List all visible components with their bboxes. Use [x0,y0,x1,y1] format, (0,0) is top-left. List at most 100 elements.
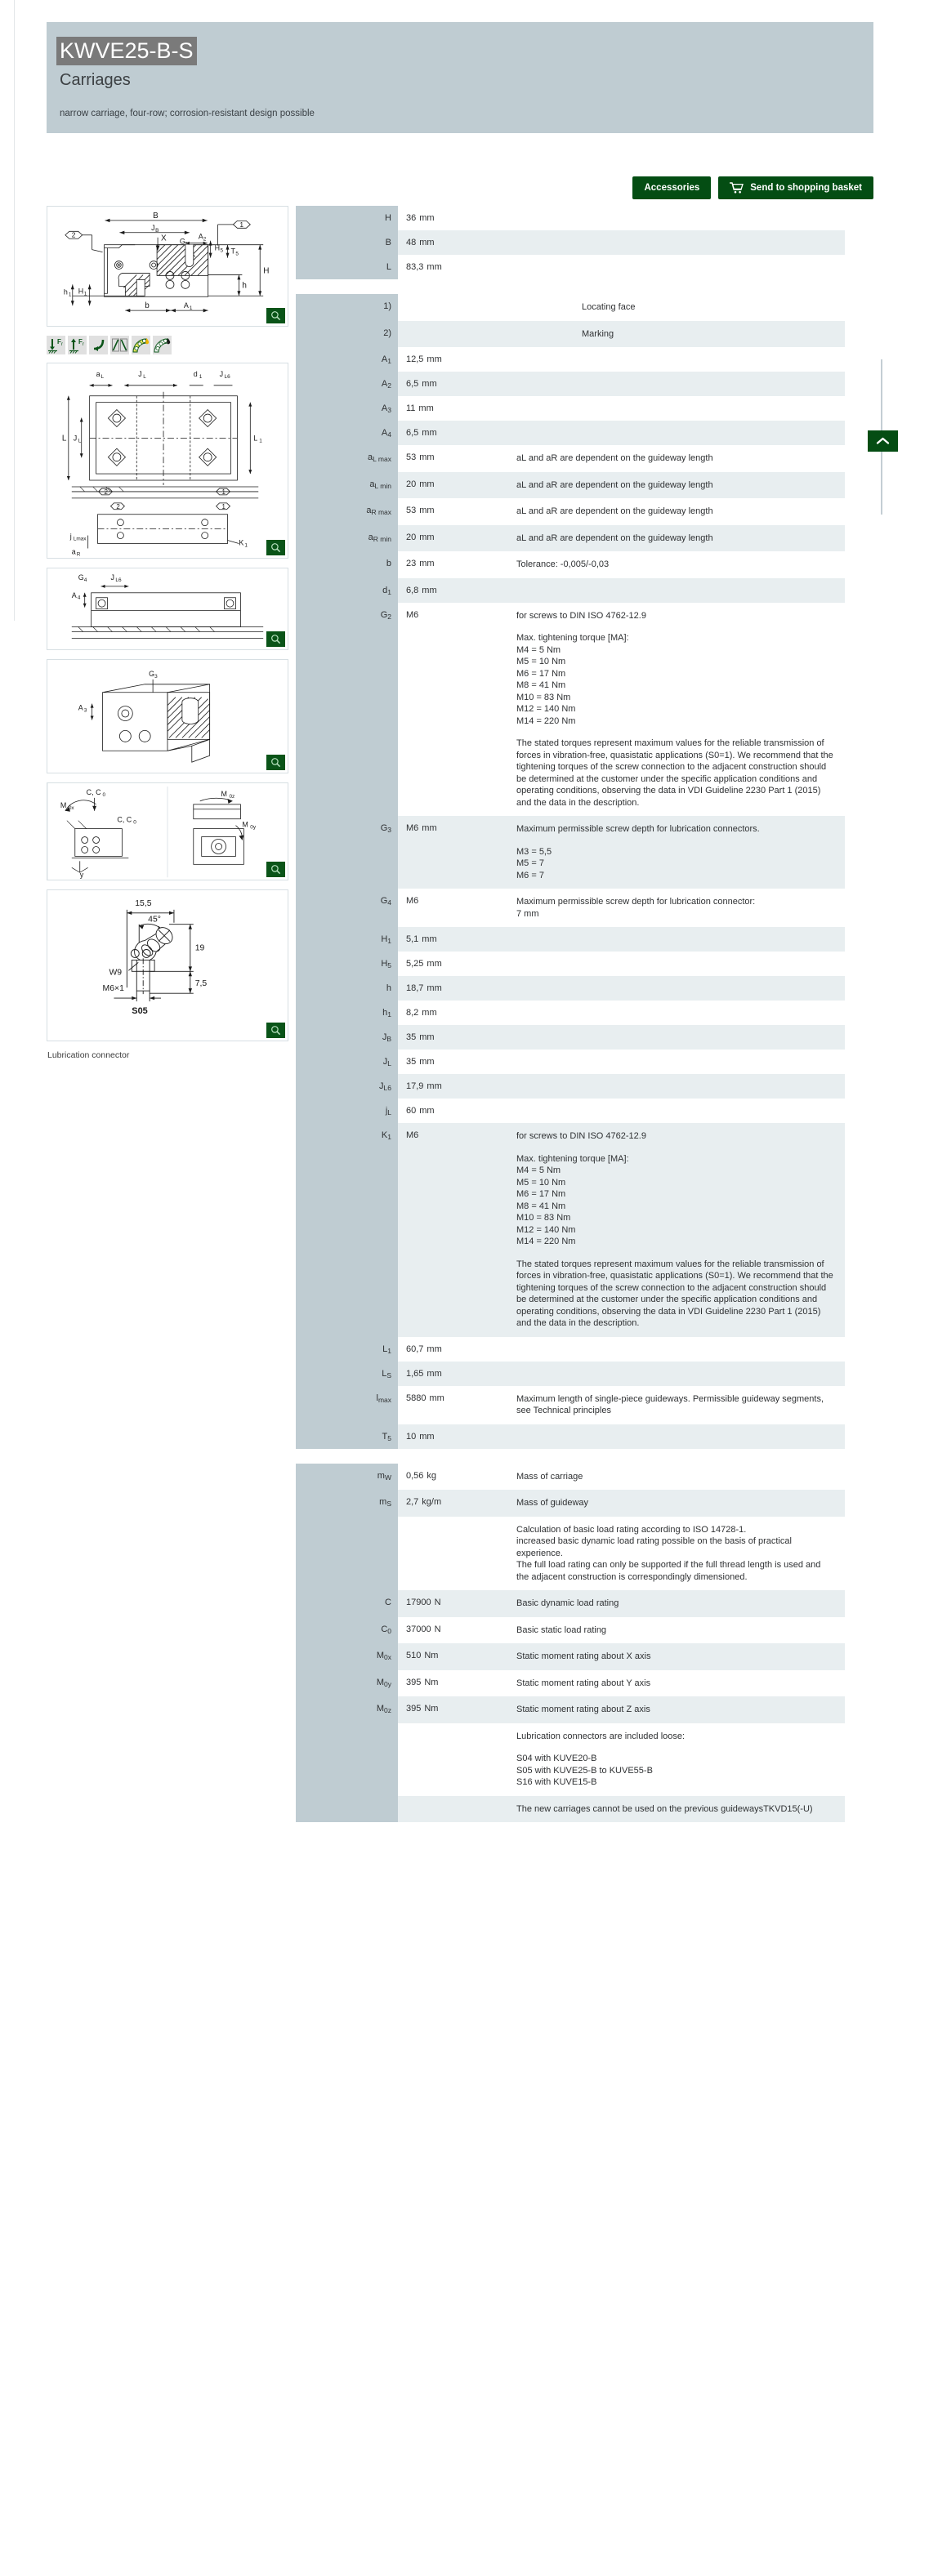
lubrication-connector-drawing: 15,5 45° [103,899,208,1016]
row-symbol: jL [296,1099,398,1123]
row-symbol: JL [296,1050,398,1074]
product-category: Carriages [60,71,131,89]
row-symbol: JB [296,1025,398,1050]
svg-text:1: 1 [84,291,87,296]
scroll-to-top-button[interactable] [868,430,898,452]
svg-text:J: J [74,434,77,442]
svg-text:J: J [138,370,141,378]
row-symbol: A2 [296,372,398,396]
row-note [516,1074,845,1099]
figure-cross-section[interactable]: B J B A 2 1 2 [47,206,288,327]
svg-text:L6: L6 [225,374,231,380]
zoom-figure-button[interactable] [266,755,285,770]
svg-text:M: M [221,790,227,798]
zoom-figure-button[interactable] [266,1023,285,1038]
figure-lubrication-connector[interactable]: 15,5 45° [47,889,288,1041]
accessories-button[interactable]: Accessories [632,176,712,199]
row-note: Maximum permissible screw depth for lubr… [516,889,845,927]
action-buttons: Accessories Send to shopping basket [632,176,873,199]
force-down-fr-icon: F r [47,336,65,354]
row-note [516,976,845,1001]
row-symbol: L1 [296,1336,398,1362]
row-note [516,1050,845,1074]
zoom-figure-button[interactable] [266,540,285,555]
svg-text:y: y [80,871,84,879]
svg-text:L: L [143,374,146,380]
row-note: Tolerance: -0,005/-0,03 [516,551,845,578]
row-symbol: H1 [296,927,398,952]
row-note [516,577,845,603]
svg-text:45°: 45° [148,916,161,925]
magnifier-icon [271,543,281,553]
row-symbol: T5 [296,1424,398,1449]
row-value [398,294,516,321]
row-note: Mass of carriage [516,1463,845,1490]
svg-text:C, C: C, C [87,788,101,796]
row-symbol: aL min [296,471,398,498]
send-to-basket-label: Send to shopping basket [750,183,862,193]
bend-arrow-icon [89,336,108,354]
row-note [516,1336,845,1362]
zoom-figure-button[interactable] [266,862,285,877]
row-note: Mass of guideway [516,1490,845,1517]
row-value [398,1723,516,1796]
row-note: Static moment rating about Z axis [516,1696,845,1723]
accessories-button-label: Accessories [644,183,700,193]
svg-text:H: H [215,244,220,252]
svg-text:15,5: 15,5 [135,899,151,908]
svg-text:5: 5 [235,252,239,257]
row-note [516,255,845,279]
svg-text:H: H [263,266,269,275]
property-icon-strip: F r F r [47,336,288,354]
svg-text:J: J [110,573,114,582]
row-note: Static moment rating about Y axis [516,1669,845,1696]
magnifier-icon [271,1026,281,1036]
row-note: Basic dynamic load rating [516,1590,845,1617]
svg-text:X: X [161,234,167,243]
svg-text:1: 1 [239,221,243,229]
svg-text:B: B [155,228,159,234]
zoom-figure-button[interactable] [266,308,285,323]
row-note [516,372,845,396]
tilt-icon [110,336,129,354]
svg-text:h: h [242,281,247,290]
svg-text:5: 5 [221,248,224,254]
row-symbol: K1 [296,1123,398,1337]
chevron-up-icon [876,437,890,445]
send-to-basket-button[interactable]: Send to shopping basket [718,176,873,199]
svg-text:M: M [60,801,66,809]
zoom-figure-button[interactable] [266,631,285,647]
row-note [516,1001,845,1025]
svg-text:r: r [83,342,84,347]
row-note: aL and aR are dependent on the guideway … [516,498,845,525]
row-symbol: M0y [296,1669,398,1696]
row-note [516,396,845,421]
magnifier-icon [271,758,281,768]
